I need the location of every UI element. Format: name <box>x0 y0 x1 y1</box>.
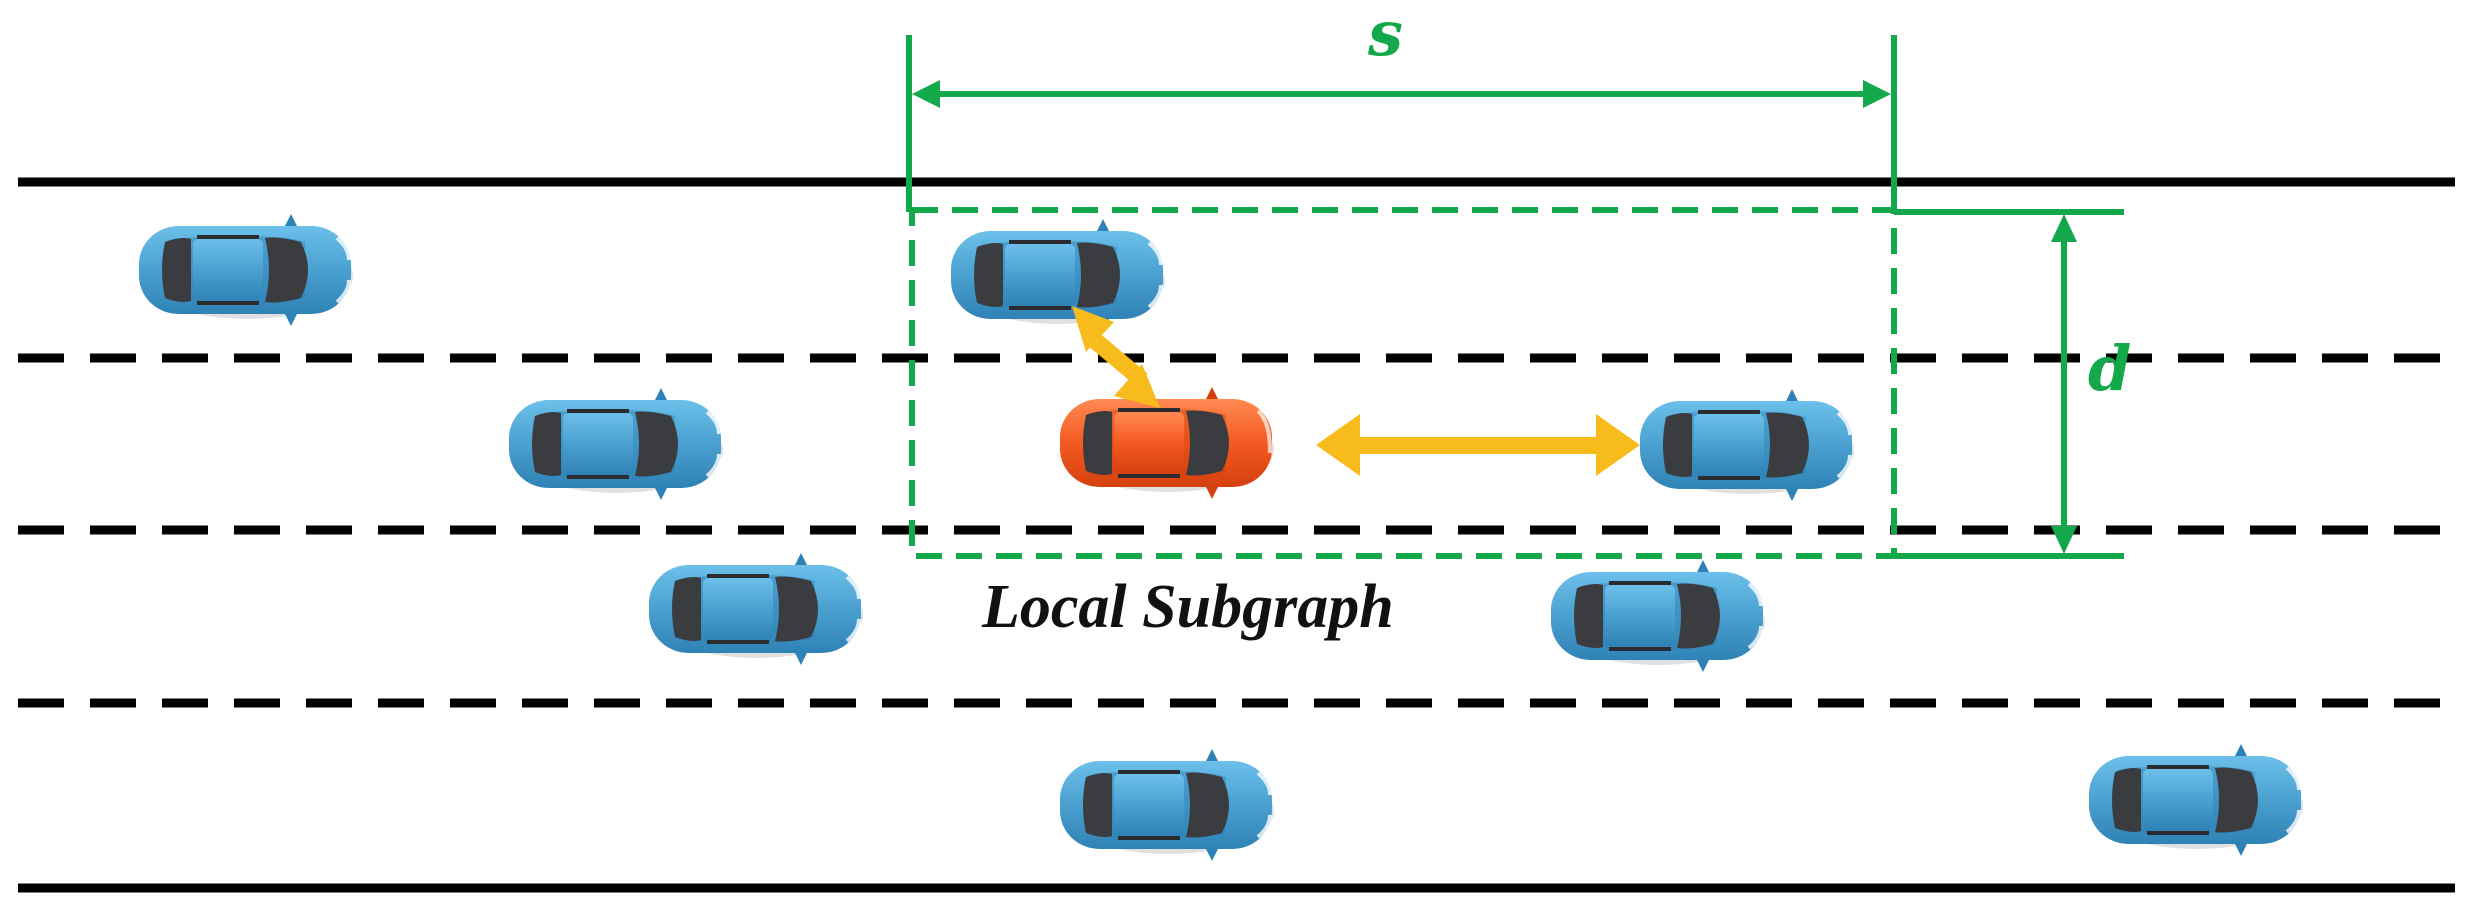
local-subgraph-boundary <box>909 207 1897 559</box>
car-lane2-a <box>507 386 725 502</box>
height-arrow-top <box>2051 214 2077 242</box>
subgraph-caption: Local Subgraph <box>981 573 1394 641</box>
height-label: d <box>2088 332 2131 405</box>
car-lane3-a <box>647 551 865 667</box>
car-lane2-c <box>1638 387 1856 503</box>
car-lane4-b <box>2087 742 2305 858</box>
car-lane4-a <box>1058 747 1276 863</box>
width-arrow-left <box>912 80 940 108</box>
car-lane1-b <box>949 217 1167 333</box>
car-lane1-a <box>137 212 355 328</box>
car-lane3-b <box>1549 558 1767 674</box>
car-lane2-ego <box>1058 385 1276 501</box>
height-arrow-bottom <box>2051 526 2077 554</box>
width-arrow-right <box>1863 80 1891 108</box>
interaction-arrow-diagonal <box>1072 306 1160 408</box>
width-label: s <box>1367 0 1403 70</box>
height-dimension <box>1894 209 2124 559</box>
width-dimension <box>906 35 1897 212</box>
interaction-arrow-horizontal <box>1316 414 1640 476</box>
